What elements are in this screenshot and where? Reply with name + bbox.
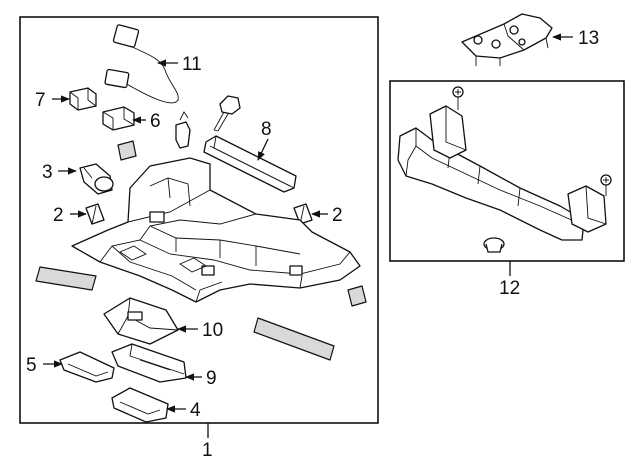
connector-part-7	[69, 87, 97, 111]
bracket-part-13	[461, 13, 553, 66]
callout-9: 9	[206, 368, 217, 389]
assembly-box-1	[19, 16, 379, 424]
callout-5: 5	[26, 355, 37, 376]
leader-8	[257, 138, 269, 161]
wiring-harness-part	[104, 24, 179, 104]
lens-part-4	[111, 387, 169, 423]
clip-part-2-left	[85, 203, 105, 225]
clip-part	[175, 111, 191, 149]
trim-strip-right	[253, 317, 335, 361]
screw-12-right	[600, 174, 612, 196]
trim-strip-left	[35, 266, 97, 291]
assembly-box-12	[389, 80, 625, 262]
pad-part	[117, 140, 137, 161]
screw-part	[213, 95, 241, 132]
lamp-bar-part-8	[203, 135, 297, 193]
bracket-part-12	[397, 86, 612, 253]
callout-13: 13	[578, 28, 599, 49]
callout-3: 3	[42, 162, 53, 183]
callout-2-right: 2	[332, 205, 343, 226]
pad-right	[347, 285, 367, 307]
console-housing-part-1	[71, 157, 361, 303]
connector-part-6	[102, 106, 135, 131]
lens-part-5	[59, 351, 115, 383]
callout-7: 7	[35, 90, 46, 111]
grommet-12	[483, 237, 505, 253]
callout-6: 6	[150, 111, 161, 132]
bulb-socket-part-3	[79, 163, 114, 195]
lens-part-9	[111, 343, 187, 383]
lamp-part-10	[103, 297, 179, 345]
callout-11: 11	[182, 54, 202, 75]
callout-10: 10	[202, 320, 223, 341]
callout-2-left: 2	[53, 205, 64, 226]
callout-1: 1	[202, 440, 213, 461]
callout-12: 12	[499, 278, 520, 299]
screw-12-top	[452, 86, 464, 110]
callout-4: 4	[190, 400, 201, 421]
callout-8: 8	[261, 119, 272, 140]
